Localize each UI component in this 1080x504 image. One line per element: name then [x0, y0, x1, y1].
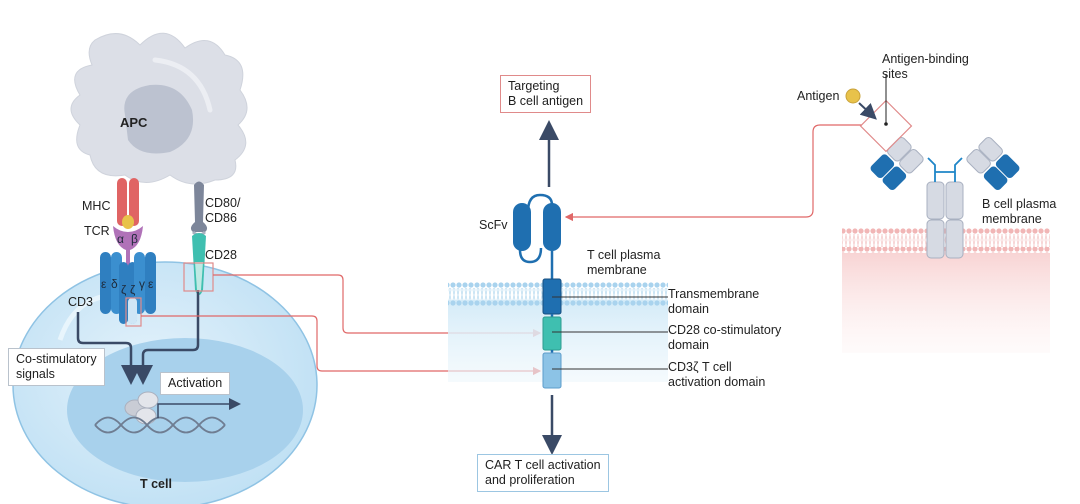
targeting-line1: Targeting — [508, 79, 560, 93]
vh-sub: H — [901, 123, 907, 133]
cd28-domain-line2: domain — [668, 338, 709, 352]
t-membrane-label-line1: T cell plasma — [587, 248, 661, 262]
b-cell-membrane — [842, 228, 1050, 353]
scfv-domain — [513, 193, 561, 280]
binding-sites-line2: sites — [882, 67, 908, 81]
tcr-beta-label: β — [131, 232, 138, 246]
activation-box: Activation — [160, 372, 231, 395]
antigen-label: Antigen — [797, 89, 840, 103]
binding-sites-line1: Antigen-binding — [882, 52, 969, 66]
mhc-molecule — [117, 178, 139, 229]
car-activation-box: CAR T cell activation and proliferation — [477, 454, 609, 492]
car-activation-line1: CAR T cell activation — [485, 458, 601, 472]
transmembrane-line1: Transmembrane — [668, 287, 760, 301]
costim-signals-box: Co-stimulatory signals — [8, 348, 105, 386]
cd3z-connector — [141, 315, 542, 376]
mhc-label: MHC — [82, 199, 111, 213]
vh-main: V — [893, 116, 902, 130]
b-cell-receptor — [870, 136, 1020, 259]
cd28-connector — [213, 274, 542, 338]
cd3-epsilon-1: ε — [101, 277, 107, 291]
tcr-label: TCR — [84, 224, 110, 238]
cd3-zeta-1: ζ — [121, 283, 127, 297]
car-activation-line2: and proliferation — [485, 473, 575, 487]
tcr-molecule — [113, 226, 143, 285]
t-cell-label: T cell — [140, 477, 172, 491]
antigen-arrow — [858, 102, 877, 120]
apc-label: APC — [120, 115, 148, 130]
b-membrane-label-line2: membrane — [982, 212, 1042, 226]
cd80-label-line1: CD80/ — [205, 196, 241, 210]
cd3-epsilon-2: ε — [148, 277, 154, 291]
transcription-arrow — [157, 398, 241, 418]
cd3z-domain-label: CD3ζ T cell activation domain — [668, 360, 765, 390]
targeting-box: Targeting B cell antigen — [500, 75, 592, 113]
binding-site-dot — [884, 122, 888, 126]
cd28-domain-line1: CD28 co-stimulatory — [668, 323, 782, 337]
signal-arrows — [76, 312, 200, 385]
cd3-zeta-2: ζ — [130, 283, 136, 297]
cd3-delta: δ — [111, 277, 118, 291]
costim-line1: Co-stimulatory — [16, 352, 97, 366]
b-membrane-label-line1: B cell plasma — [982, 197, 1057, 211]
antigen-binding-connector — [564, 124, 862, 222]
vl-sub: L — [885, 136, 890, 146]
apc-cell — [70, 32, 248, 185]
cd3z-highlight-box — [125, 297, 142, 327]
costim-line2: signals — [16, 367, 55, 381]
targeting-line2: B cell antigen — [508, 94, 584, 108]
vh-label: VH — [893, 116, 907, 135]
domain-leader-lines — [552, 296, 668, 370]
cd28-domain-label: CD28 co-stimulatory domain — [668, 323, 781, 353]
tcr-alpha-label: α — [117, 232, 124, 246]
cd28-molecule — [192, 233, 206, 345]
antigen — [845, 88, 861, 104]
dna-helix — [94, 416, 226, 434]
car-construct — [542, 278, 562, 389]
transmembrane-line2: domain — [668, 302, 709, 316]
cd3z-domain-line2: activation domain — [668, 375, 766, 389]
cd3-gamma: γ — [139, 277, 145, 291]
t-membrane-label-line2: membrane — [587, 263, 647, 277]
cd28-label: CD28 — [205, 248, 237, 262]
cd28-highlight-box — [183, 262, 214, 292]
cd3-label: CD3 — [68, 295, 94, 309]
scfv-label: ScFv — [479, 218, 508, 232]
transmembrane-domain-label: Transmembrane domain — [668, 287, 759, 317]
vl-label: VL — [877, 129, 889, 148]
cd80-label-line2: CD86 — [205, 211, 237, 225]
cd3z-domain-line1: CD3ζ T cell — [668, 360, 732, 374]
vl-main: V — [877, 129, 886, 143]
